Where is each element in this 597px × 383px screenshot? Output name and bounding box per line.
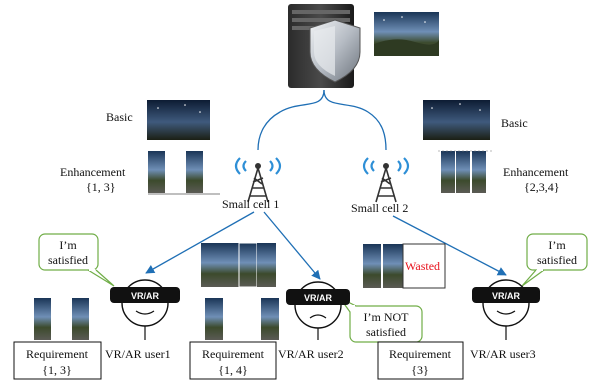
requirement-set-user2: {1, 4} (218, 363, 248, 377)
server-to-cell2-link (323, 89, 387, 151)
bubble-user2-line1: I’m NOT (364, 310, 410, 324)
enhancement-label-right: Enhancement (503, 165, 569, 179)
requirement-tiles-user1 (34, 298, 89, 340)
enhancement-tiles-right (438, 150, 492, 193)
requirement-title-user2: Requirement (202, 347, 265, 361)
panorama-full-image (374, 12, 439, 56)
requirement-title-user1: Requirement (26, 347, 89, 361)
cell1-to-user2-arrow (263, 211, 321, 280)
basic-label-left: Basic (106, 110, 133, 124)
bubble-user2-line2: satisfied (366, 325, 406, 339)
enhancement-label-left: Enhancement (60, 165, 126, 179)
vr-user2-avatar (286, 281, 350, 340)
delivered-tiles-user2 (201, 242, 276, 288)
basic-label-right: Basic (501, 116, 528, 130)
vr-headset-label-user2: VR/AR (304, 293, 333, 303)
requirement-title-user3: Requirement (389, 347, 452, 361)
antenna-icon-cell1 (234, 157, 282, 203)
small-cell-2-label: Small cell 2 (351, 201, 408, 215)
bubble-user1-line1: I’m (59, 238, 77, 252)
bubble-user3-line1: I’m (548, 238, 566, 252)
requirement-set-user3: {3} (411, 363, 429, 377)
vr-headset-label-user1: VR/AR (131, 291, 160, 301)
basic-layer-image-left (147, 100, 210, 140)
speech-bubble-user1 (38, 233, 115, 287)
user3-name: VR/AR user3 (470, 347, 536, 361)
wasted-tiles (363, 243, 446, 289)
enhancement-set-left: {1, 3} (86, 180, 116, 194)
requirement-box-user3 (377, 341, 464, 380)
requirement-set-user1: {1, 3} (42, 363, 72, 377)
cell1-to-user1-arrow (145, 211, 255, 274)
wasted-label: Wasted (405, 259, 440, 273)
cell2-to-user3-arrow (392, 215, 507, 276)
speech-bubble-user3 (521, 233, 588, 287)
user1-name: VR/AR user1 (105, 347, 171, 361)
bubble-user1-line2: satisfied (48, 253, 88, 267)
vr-headset-label-user3: VR/AR (492, 291, 521, 301)
requirement-box-user1 (13, 341, 102, 380)
requirement-tiles-user2 (205, 298, 279, 340)
server-shield-icon (288, 4, 361, 88)
vr-user1-avatar (110, 279, 180, 340)
server-to-cell1-link (257, 89, 325, 151)
antenna-icon-cell2 (362, 157, 410, 203)
basic-layer-image-right (423, 100, 490, 140)
bubble-user3-line2: satisfied (537, 253, 577, 267)
small-cell-1-label: Small cell 1 (222, 197, 279, 211)
user2-name: VR/AR user2 (278, 347, 344, 361)
enhancement-tiles-left (148, 151, 220, 195)
vr-user3-avatar (472, 279, 540, 340)
requirement-box-user2 (189, 341, 277, 380)
enhancement-set-right: {2,3,4} (524, 180, 560, 194)
